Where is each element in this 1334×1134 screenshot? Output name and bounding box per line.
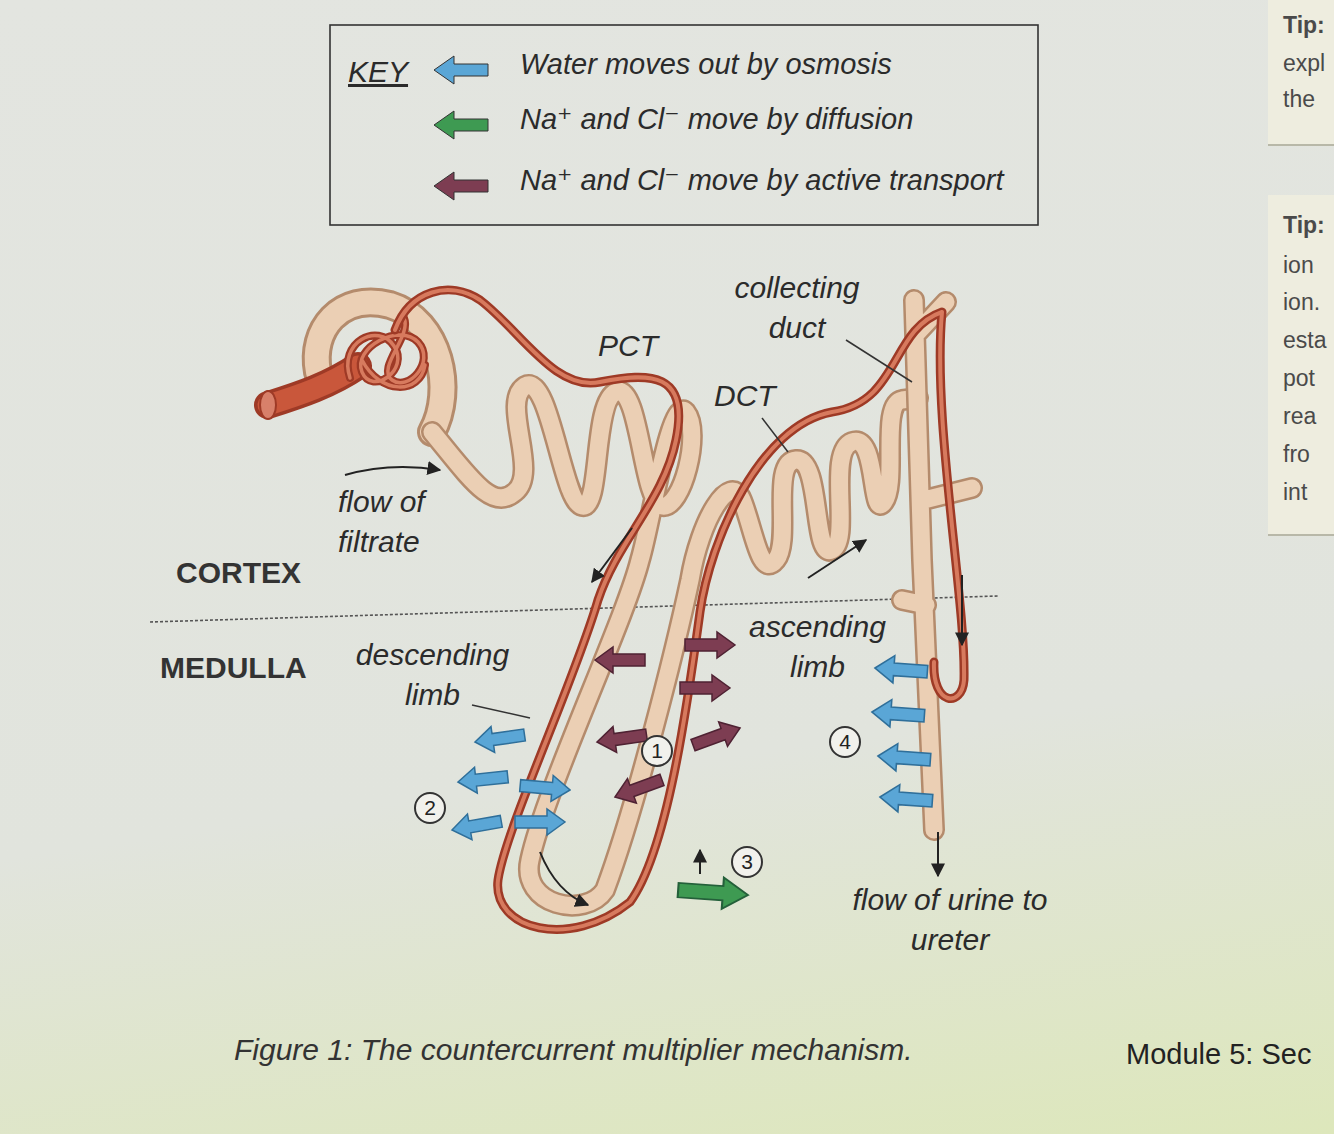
callout-number: 2: [424, 797, 436, 819]
page-fragment: int: [1283, 477, 1307, 507]
callout-circle: 4: [829, 726, 861, 758]
figure-caption: Figure 1: The countercurrent multiplier …: [234, 1030, 913, 1070]
page-fragment: ion: [1283, 250, 1314, 280]
osmosis-arrow: [450, 722, 571, 843]
legend-heading: KEY: [348, 52, 408, 92]
page-fragment: Tip:: [1283, 210, 1325, 240]
callout-circle: 3: [731, 846, 763, 878]
part-label: PCT: [598, 326, 658, 366]
flow-label: flow of filtrate: [338, 482, 488, 562]
osmosis-arrow: [871, 654, 933, 814]
flow-label: flow of urine to ureter: [850, 880, 1050, 960]
panel-rule: [1268, 144, 1334, 146]
part-label: DCT: [714, 376, 776, 416]
legend-text: Na⁺ and Cl⁻ move by diffusion: [520, 99, 913, 139]
part-label: ascending limb: [735, 607, 900, 687]
legend-frame: [330, 25, 1038, 225]
legend-swatch: [430, 109, 492, 141]
page-fragment: ion.: [1283, 287, 1320, 317]
leader-line: [472, 340, 912, 718]
legend-swatch: [430, 170, 492, 202]
callout-number: 1: [651, 740, 663, 762]
side-panel: [1268, 0, 1334, 145]
legend-swatch: [430, 54, 492, 86]
callout-number: 3: [741, 851, 753, 873]
region-label: MEDULLA: [160, 650, 307, 686]
page-fragment: rea: [1283, 401, 1316, 431]
callout-number: 4: [839, 731, 851, 753]
panel-rule: [1268, 534, 1334, 536]
legend-text: Na⁺ and Cl⁻ move by active transport: [520, 160, 1004, 200]
legend-text: Water moves out by osmosis: [520, 44, 892, 84]
region-label: CORTEX: [176, 555, 301, 591]
page-fragment: fro: [1283, 439, 1310, 469]
side-panel: [1268, 195, 1334, 535]
page-fragment: esta: [1283, 325, 1326, 355]
vessel-end: [260, 391, 276, 419]
page-fragment: expl: [1283, 48, 1325, 78]
active-transport-arrow: [595, 632, 744, 809]
blood-vessel: [268, 290, 964, 929]
page-fragment: the: [1283, 84, 1315, 114]
diffusion-arrow: [677, 875, 749, 911]
page-fragment: Tip:: [1283, 10, 1325, 40]
page-fragment: pot: [1283, 363, 1315, 393]
callout-circle: 2: [414, 792, 446, 824]
part-label: descending limb: [340, 635, 525, 715]
callout-circle: 1: [641, 735, 673, 767]
part-label: collecting duct: [717, 268, 877, 348]
page-footer: Module 5: Sec: [1126, 1036, 1311, 1072]
